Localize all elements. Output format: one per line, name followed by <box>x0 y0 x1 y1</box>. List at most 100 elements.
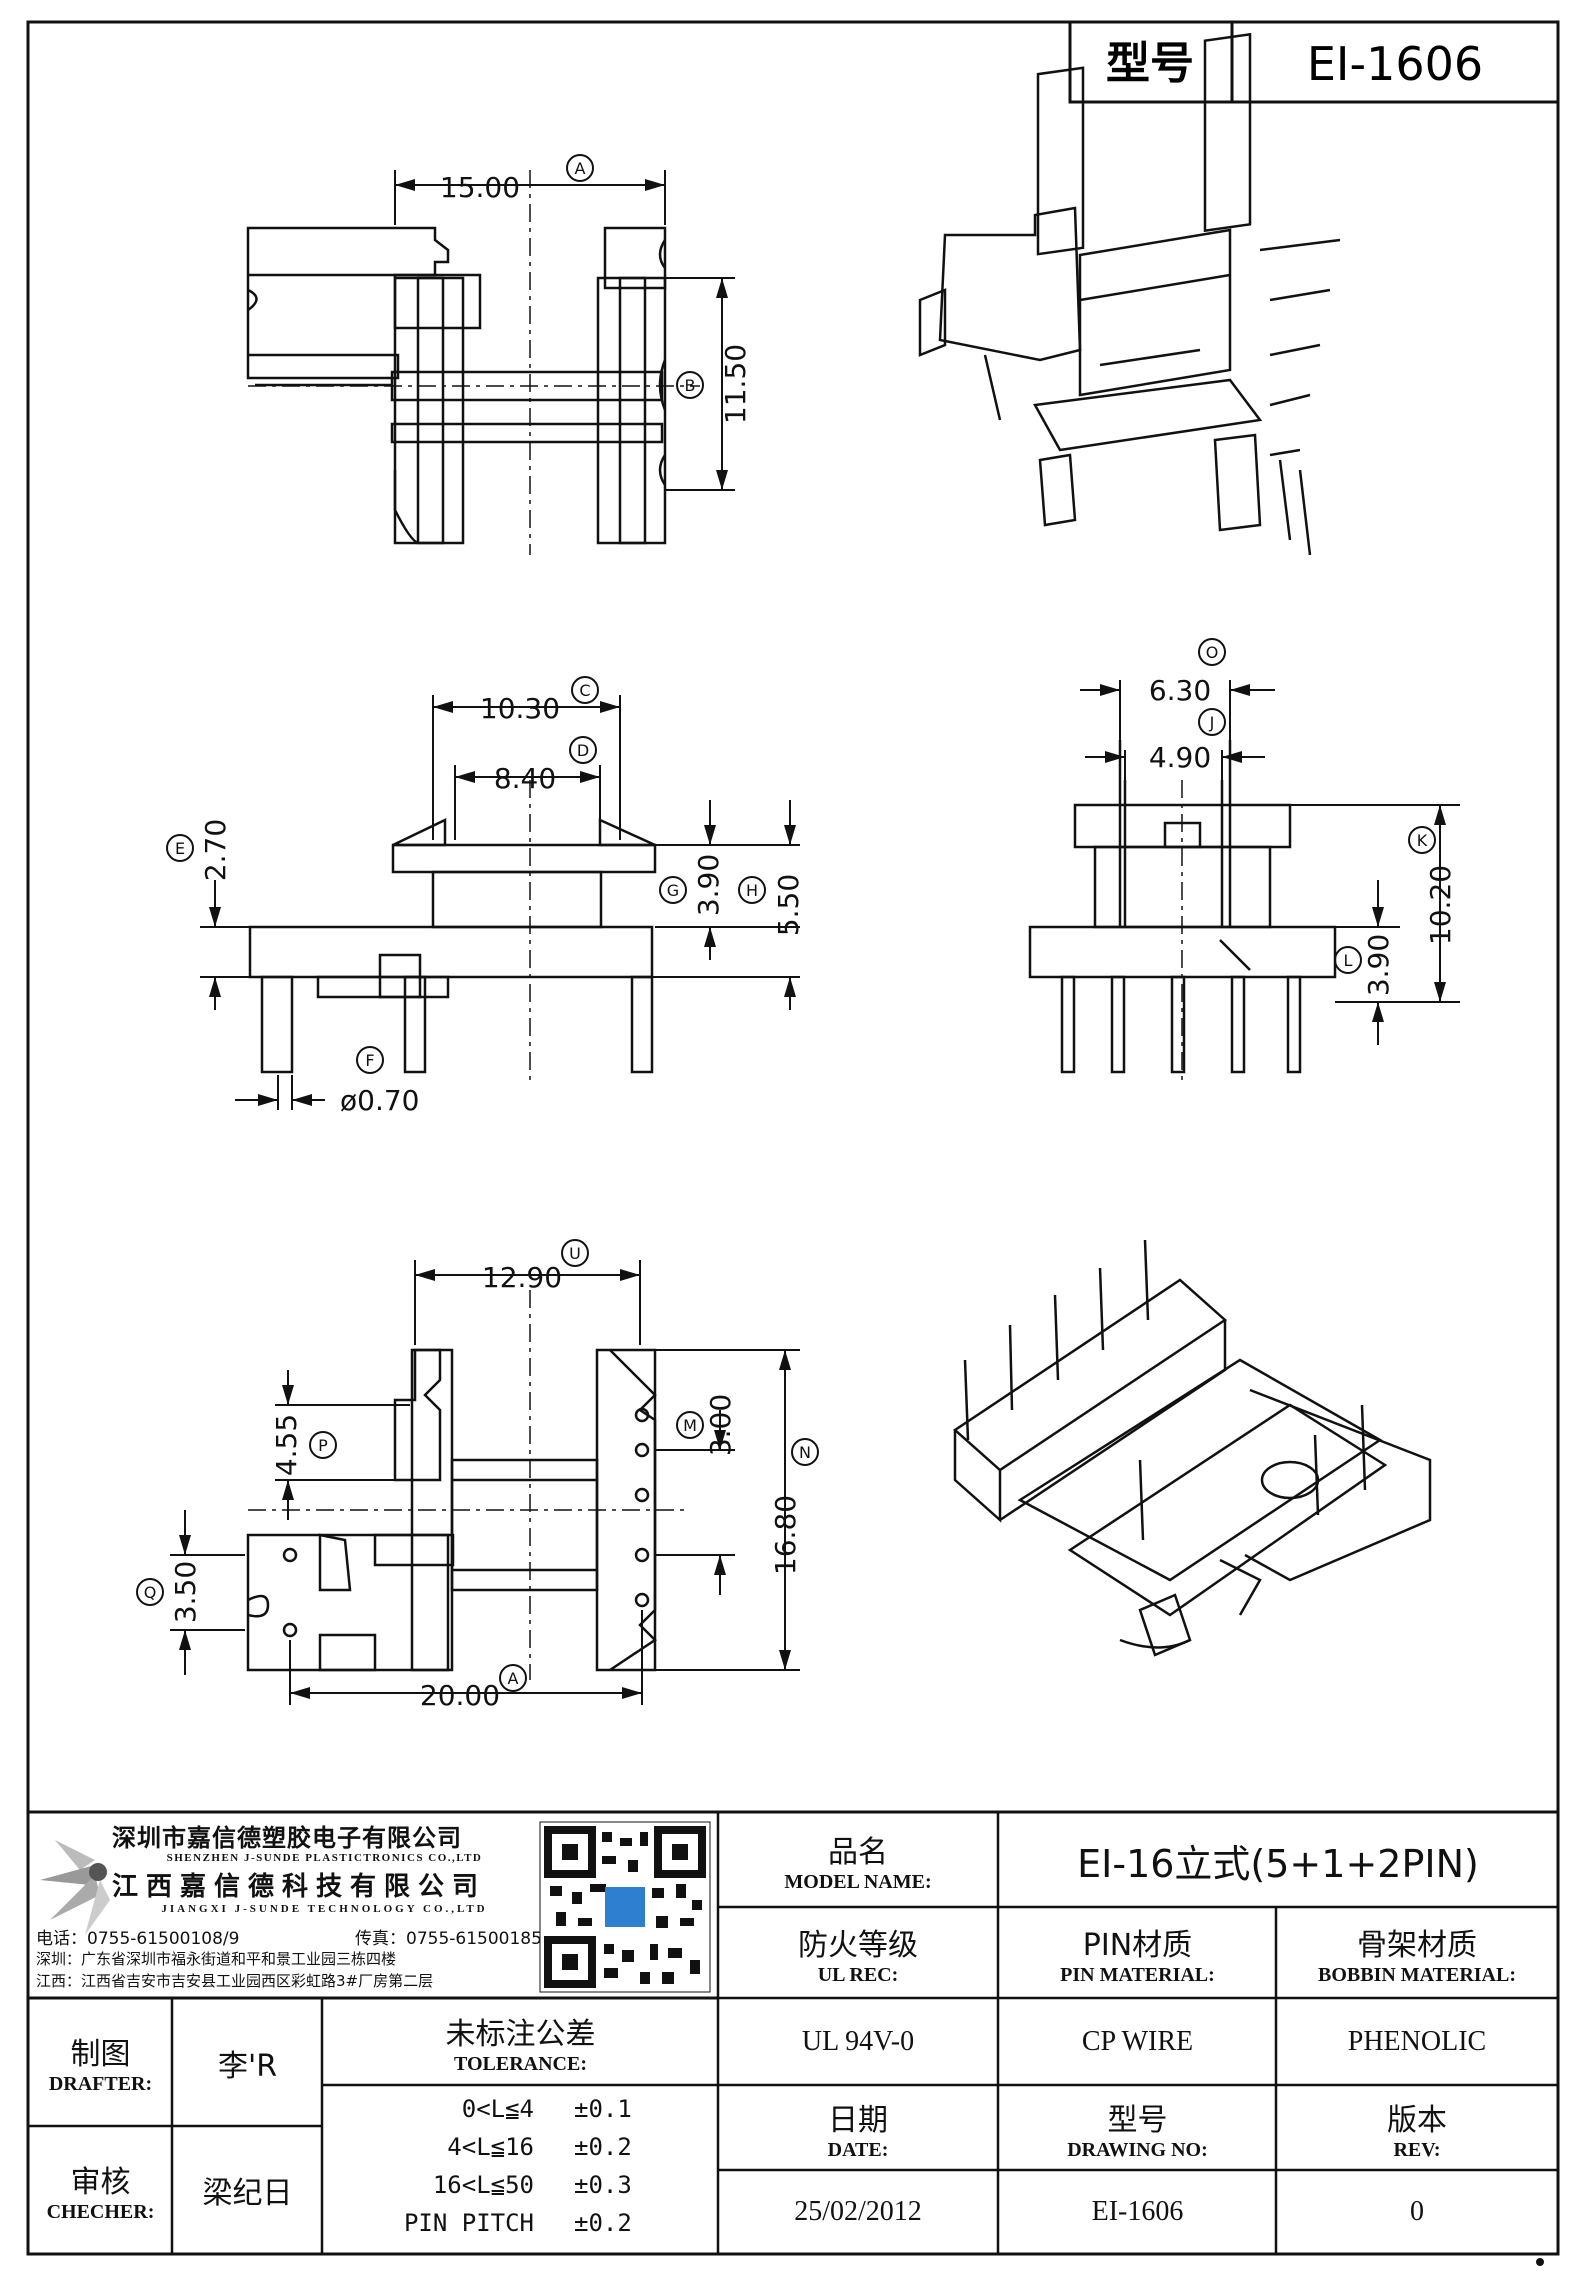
svg-text:D: D <box>577 741 589 760</box>
dim-f: ø0.70 <box>340 1084 419 1117</box>
ul-rec-value: UL 94V-0 <box>801 2026 915 2057</box>
marker-j: J <box>1198 708 1226 736</box>
qr-code <box>539 1821 711 1993</box>
company-addr-jx: 江西：江西省吉安市吉安县工业园西区彩虹路3#厂房第二层 <box>36 1972 434 1990</box>
dim-j: 4.90 <box>1149 741 1211 774</box>
marker-m: M <box>676 1411 704 1439</box>
company-addr-sz: 深圳：广东省深圳市福永街道和平和景工业园三栋四楼 <box>36 1950 397 1968</box>
marker-l: L <box>1334 946 1362 974</box>
dim-h: 5.50 <box>772 874 805 936</box>
rev-value: 0 <box>1410 2196 1424 2227</box>
svg-text:O: O <box>1206 643 1219 662</box>
title-label: 型号 <box>1106 38 1194 89</box>
svg-text:G: G <box>667 881 679 900</box>
info-table-grid <box>28 1810 1558 2254</box>
marker-g: G <box>659 876 687 904</box>
dim-b: 11.50 <box>719 344 752 424</box>
dimension-lines <box>170 170 1460 1705</box>
marker-d: D <box>569 736 597 764</box>
svg-text:H: H <box>746 881 758 900</box>
tolerance-row: 16<L≦50 ±0.3 <box>432 2171 632 2199</box>
front-view <box>248 780 657 1080</box>
dim-e: 2.70 <box>199 819 232 881</box>
svg-text:C: C <box>579 681 590 700</box>
dim-q: 3.50 <box>169 1561 202 1623</box>
svg-text:E: E <box>175 839 185 858</box>
drawing-no-value: EI-1606 <box>1091 2196 1184 2227</box>
tolerance-row: 0<L≦4 ±0.1 <box>461 2095 632 2123</box>
svg-text:N: N <box>799 1443 811 1462</box>
dim-n: 16.80 <box>769 1495 802 1575</box>
bobbin-material-value: PHENOLIC <box>1347 2026 1487 2057</box>
svg-text:Q: Q <box>144 1583 157 1602</box>
dim-p: 4.55 <box>270 1414 303 1476</box>
tolerance-row: PIN PITCH ±0.2 <box>403 2209 632 2237</box>
marker-a-bottom: A <box>499 1664 527 1692</box>
svg-text:F: F <box>365 1051 374 1070</box>
model-name-label: 品名 MODEL NAME: <box>784 1834 932 1893</box>
dim-o: 6.30 <box>1149 674 1211 707</box>
marker-e: E <box>166 834 194 862</box>
marker-u: U <box>561 1239 589 1267</box>
marker-k: K <box>1408 826 1436 854</box>
tolerance-rows: 0<L≦4 ±0.1 4<L≦16 ±0.2 16<L≦50 ±0.3 PIN … <box>324 2090 717 2242</box>
drafter-value: 李'R <box>217 2048 278 2084</box>
company-phone: 电话：0755-61500108/9 <box>36 1929 240 1949</box>
marker-n: N <box>791 1438 819 1466</box>
title-model: EI-1606 <box>1307 37 1483 91</box>
dim-a-top: 15.00 <box>440 171 520 204</box>
sheet-border <box>26 20 1560 2256</box>
company2-name-en: JIANGXI J-SUNDE TECHNOLOGY CO.,LTD <box>161 1903 488 1915</box>
dim-g: 3.90 <box>692 854 725 916</box>
dim-u: 12.90 <box>482 1261 562 1294</box>
svg-text:J: J <box>1209 713 1215 732</box>
dim-c: 10.30 <box>480 692 560 725</box>
svg-text:B: B <box>685 376 696 395</box>
dim-d: 8.40 <box>494 762 556 795</box>
svg-text:L: L <box>1344 951 1353 970</box>
marker-f: F <box>356 1046 384 1074</box>
svg-text:A: A <box>508 1669 519 1688</box>
bottom-view <box>246 1290 690 1680</box>
marker-b: B <box>676 371 704 399</box>
dim-m: 3.00 <box>704 1394 737 1456</box>
title-block: 型号 EI-1606 <box>1068 20 1560 104</box>
svg-text:K: K <box>1417 831 1428 850</box>
top-view <box>246 170 700 555</box>
date-value: 25/02/2012 <box>794 2196 922 2227</box>
svg-text:A: A <box>575 159 586 178</box>
svg-text:U: U <box>569 1244 581 1263</box>
marker-h: H <box>738 876 766 904</box>
iso-view-top <box>918 32 1341 556</box>
dim-k: 10.20 <box>1424 865 1457 945</box>
company2-name-cn: 江西嘉信德科技有限公司 <box>112 1871 487 1902</box>
tolerance-row: 4<L≦16 ±0.2 <box>447 2133 632 2161</box>
side-view <box>1028 740 1337 1080</box>
dim-a-bottom: 20.00 <box>420 1679 500 1712</box>
company-name-en: SHENZHEN J-SUNDE PLASTICTRONICS CO.,LTD <box>166 1852 483 1864</box>
company-name-cn: 深圳市嘉信德塑胶电子有限公司 <box>112 1824 462 1852</box>
corner-dot <box>1536 2258 1544 2266</box>
company-logo <box>40 1840 110 1935</box>
checker-value: 梁纪日 <box>202 2176 293 2211</box>
marker-p: P <box>309 1431 337 1459</box>
svg-text:P: P <box>318 1436 328 1455</box>
marker-q: Q <box>136 1578 164 1606</box>
model-name-value: EI-16立式(5+1+2PIN) <box>1077 1841 1479 1886</box>
pin-material-value: CP WIRE <box>1081 2026 1194 2057</box>
svg-text:M: M <box>683 1416 697 1435</box>
marker-a-top: A <box>566 154 594 182</box>
marker-c: C <box>571 676 599 704</box>
dim-l: 3.90 <box>1362 934 1395 996</box>
marker-o: O <box>1198 638 1226 666</box>
